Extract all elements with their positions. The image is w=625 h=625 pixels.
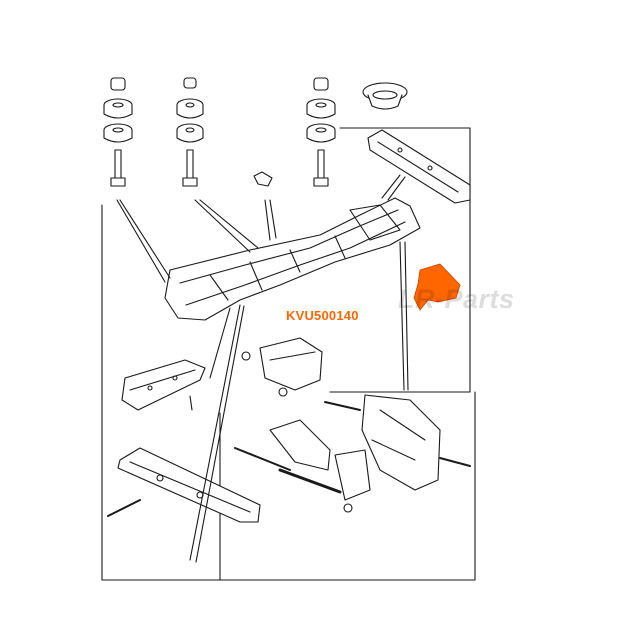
engine-mount-bracket <box>241 337 323 397</box>
chassis-frame <box>164 197 421 321</box>
clip <box>253 171 273 187</box>
body-mount-assembly-3 <box>306 77 336 187</box>
mounting-bracket-assembly <box>234 419 371 513</box>
grommet <box>362 82 408 110</box>
highlighted-part <box>413 263 461 311</box>
front-crossmember <box>367 129 471 204</box>
leader-lines <box>116 174 409 563</box>
body-mount-assembly-2 <box>176 77 204 187</box>
cover-assembly <box>324 394 471 491</box>
callout-box-right <box>329 127 471 393</box>
rear-crossmember <box>107 447 261 523</box>
watermark: LR-Parts <box>398 284 515 314</box>
part-number-label[interactable]: KVU500140 <box>286 308 359 323</box>
side-bracket-left <box>121 359 206 411</box>
body-mount-assembly-1 <box>103 77 133 187</box>
callout-box-left <box>101 204 256 581</box>
